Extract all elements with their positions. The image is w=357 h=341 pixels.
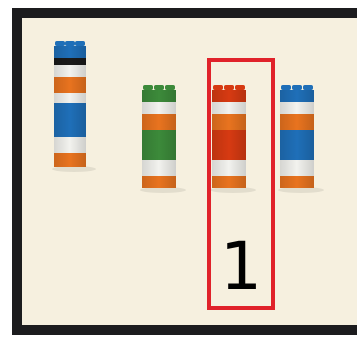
brick-stud (154, 85, 164, 90)
image-frame: 1 (12, 8, 357, 335)
brick-tower-2 (140, 85, 186, 193)
brick-stud (75, 41, 85, 46)
highlight-box: 1 (207, 58, 275, 310)
brick-tower-1 (52, 41, 96, 172)
brick-shading (54, 46, 86, 167)
brick-stud (303, 85, 313, 90)
brick-stud (281, 85, 291, 90)
towers-group (52, 41, 324, 193)
brick-stud (292, 85, 302, 90)
brick-shading (280, 90, 314, 188)
brick-stud (165, 85, 175, 90)
brick-stud (65, 41, 75, 46)
instruction-panel: 1 (22, 18, 357, 325)
brick-stud (143, 85, 153, 90)
brick-stud (55, 41, 65, 46)
brick-tower-4 (278, 85, 324, 193)
brick-shading (142, 90, 176, 188)
brick-towers-illustration (22, 18, 357, 325)
step-number: 1 (211, 234, 271, 300)
